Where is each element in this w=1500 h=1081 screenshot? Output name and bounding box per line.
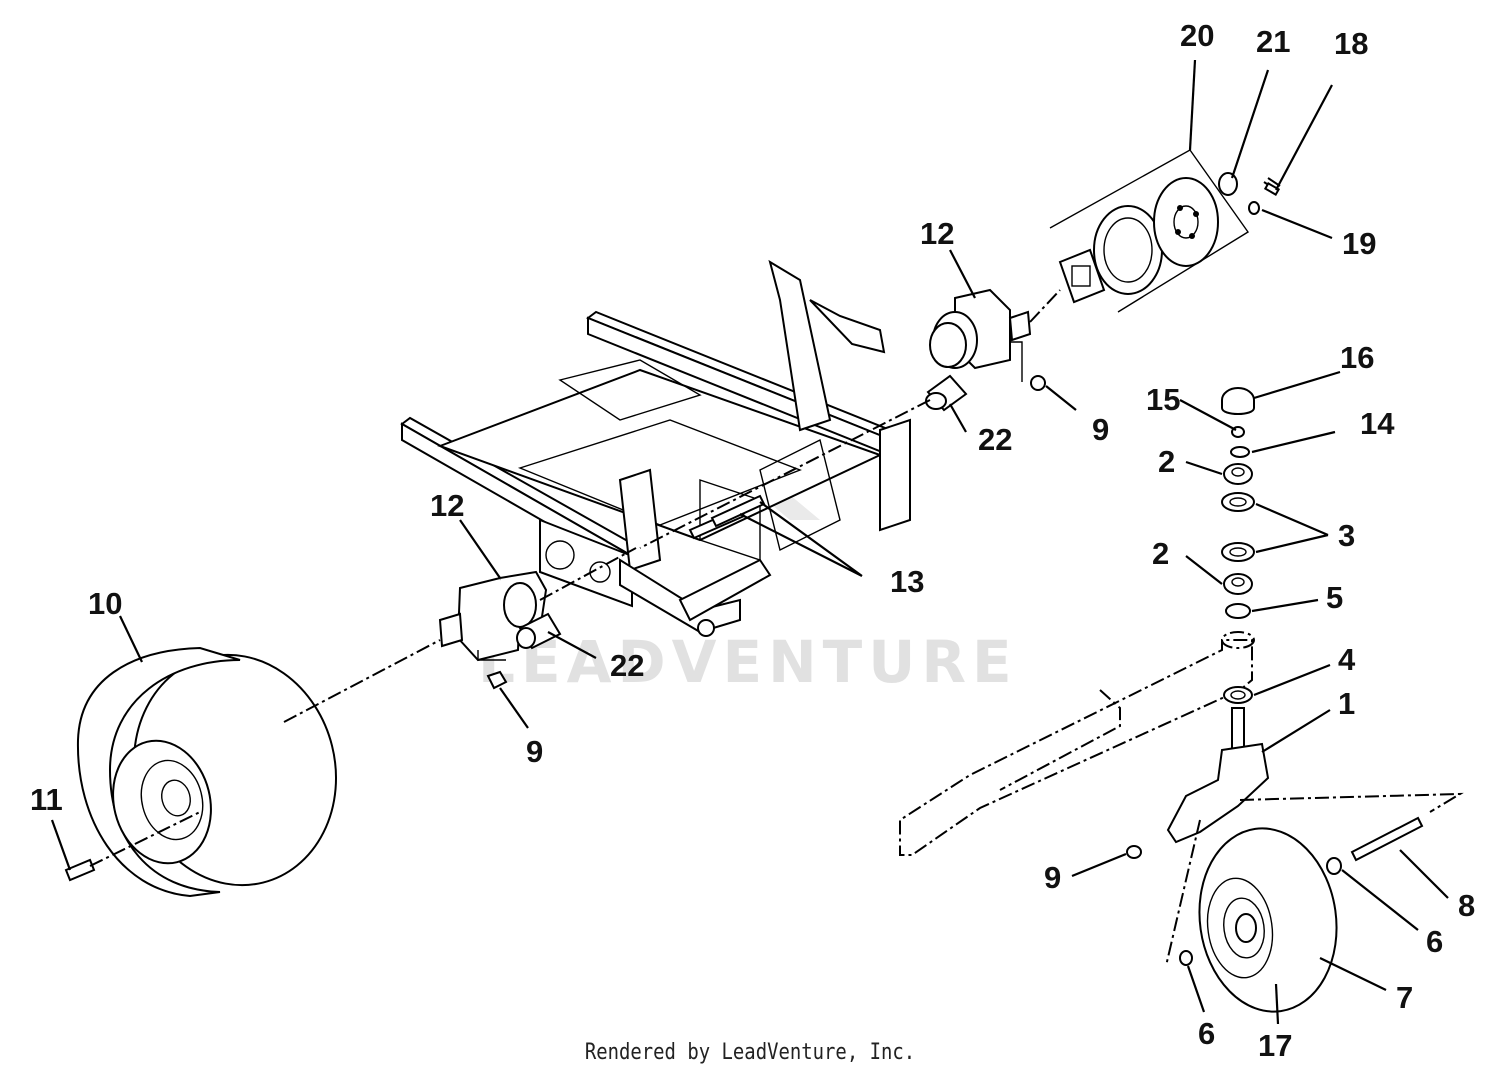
callout-5: 5 — [1326, 580, 1343, 615]
hub-assembly — [1049, 149, 1250, 313]
wheel-motor-upper — [929, 288, 1032, 370]
bearing-upper — [1221, 492, 1255, 512]
callout-9-lower: 9 — [526, 734, 543, 769]
callout-19: 19 — [1342, 226, 1376, 261]
render-credit: Rendered by LeadVenture, Inc. — [584, 1040, 916, 1065]
callout-labels: 20 21 18 19 12 16 15 14 9 22 2 3 12 13 2… — [30, 18, 1475, 1063]
rear-tire — [76, 646, 338, 898]
axle-bolt — [1350, 816, 1424, 862]
nut-upper — [1030, 375, 1046, 391]
callout-9-caster: 9 — [1044, 860, 1061, 895]
watermark: LEADVENTURE — [478, 470, 1018, 696]
callout-3: 3 — [1338, 518, 1355, 553]
hub-bolt — [1263, 177, 1281, 196]
callout-22-upper: 22 — [978, 422, 1012, 457]
callout-7: 7 — [1396, 980, 1413, 1015]
callout-6-lower: 6 — [1198, 1016, 1215, 1051]
dust-cap — [1221, 387, 1255, 415]
washer-14 — [1230, 446, 1250, 458]
callout-11: 11 — [30, 782, 63, 817]
callout-14: 14 — [1360, 406, 1395, 441]
spacer-lower — [516, 612, 562, 650]
callout-2-lower: 2 — [1152, 536, 1169, 571]
callout-20: 20 — [1180, 18, 1214, 53]
grease-seal-upper — [1223, 463, 1253, 485]
callout-6-upper: 6 — [1426, 924, 1443, 959]
nut-caster — [1126, 845, 1142, 859]
callout-4: 4 — [1338, 642, 1356, 677]
callout-12-upper: 12 — [920, 216, 954, 251]
hub-washer — [1248, 201, 1260, 215]
callout-12-lower: 12 — [430, 488, 464, 523]
lug-bolt — [64, 858, 96, 882]
callout-16: 16 — [1340, 340, 1374, 375]
callout-9-upper: 9 — [1092, 412, 1109, 447]
spacer-upper — [925, 374, 968, 412]
grease-seal-lower — [1223, 573, 1253, 595]
callout-15: 15 — [1146, 382, 1180, 417]
callout-1: 1 — [1338, 686, 1355, 721]
bearing-lower — [1221, 542, 1255, 562]
callout-22-lower: 22 — [610, 648, 644, 683]
washer-5 — [1225, 603, 1251, 619]
callout-2-upper: 2 — [1158, 444, 1175, 479]
caster-wheel — [1198, 827, 1338, 1013]
callout-8: 8 — [1458, 888, 1475, 923]
spacer-6-upper — [1326, 857, 1342, 875]
spacer-6-lower — [1179, 950, 1193, 966]
hub-nut — [1218, 172, 1238, 196]
nut-lower — [486, 670, 508, 690]
callout-18: 18 — [1334, 26, 1368, 61]
caster-arm — [899, 631, 1255, 856]
mounting-bolts — [688, 494, 766, 540]
chassis-frame — [400, 259, 911, 637]
callout-21: 21 — [1256, 24, 1290, 59]
callout-13: 13 — [890, 564, 924, 599]
callout-leaders — [50, 59, 1449, 1025]
callout-10: 10 — [88, 586, 122, 621]
caster-fork — [1166, 707, 1270, 844]
watermark-text: LEADVENTURE — [478, 628, 1018, 696]
callout-17: 17 — [1258, 1028, 1292, 1063]
